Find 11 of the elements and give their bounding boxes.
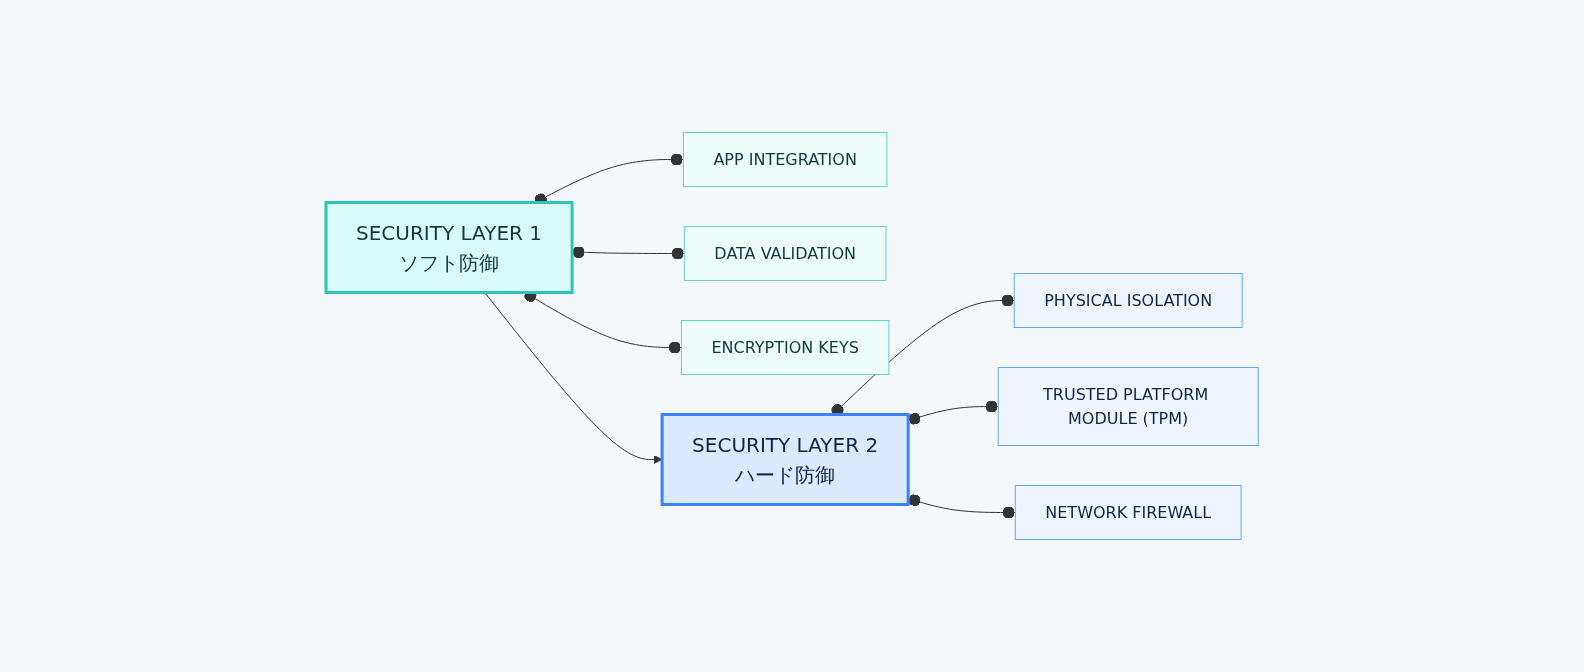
node-box: ENCRYPTION KEYS <box>680 320 890 375</box>
node-box: SECURITY LAYER 2 ハード防御 <box>660 413 910 506</box>
connector <box>907 494 1016 519</box>
connector <box>907 400 999 425</box>
node-box: NETWORK FIREWALL <box>1014 485 1242 540</box>
node-box: SECURITY LAYER 1 ソフト防御 <box>324 201 574 294</box>
node-box: TRUSTED PLATFORM MODULE (TPM) <box>997 367 1259 446</box>
node-box: APP INTEGRATION <box>682 132 888 187</box>
node-box: PHYSICAL ISOLATION <box>1013 273 1243 328</box>
node-box: DATA VALIDATION <box>683 226 887 281</box>
arrow <box>484 292 663 464</box>
